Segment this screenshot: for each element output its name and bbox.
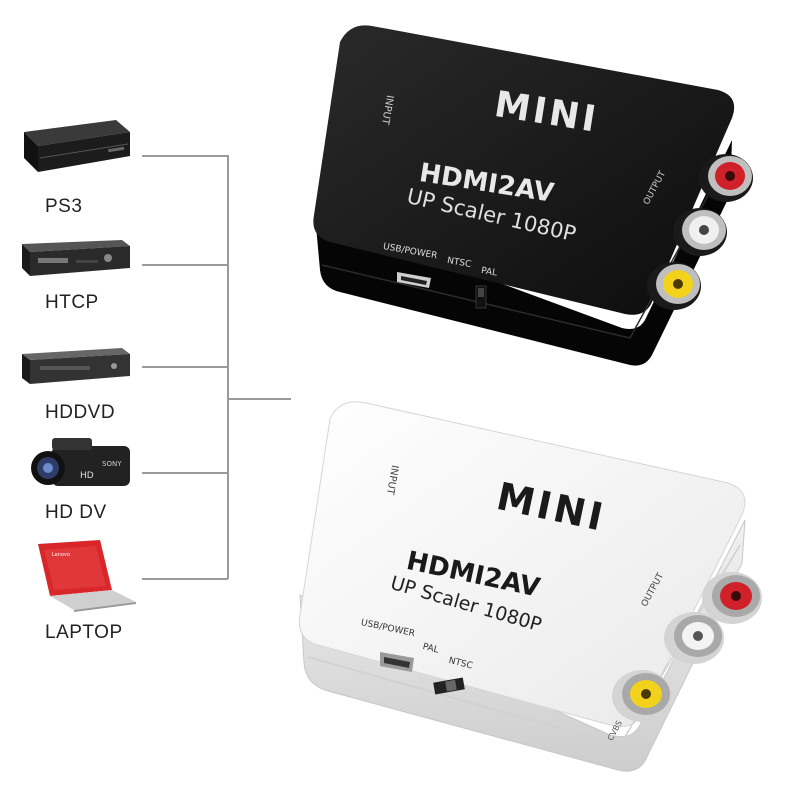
connector-line-hddv: [142, 472, 228, 474]
source-label-hddvd: HDDVD: [45, 402, 116, 423]
connector-line-to-converter: [227, 398, 291, 400]
ps3-console-icon: [24, 120, 130, 172]
white-video-mode-switch: [433, 677, 465, 695]
white-rca-white-jack: [664, 612, 724, 664]
source-label-hddv: HD DV: [45, 502, 107, 523]
hddvd-player-icon: [22, 348, 130, 384]
white-rca-red-jack: [702, 572, 762, 624]
connector-line-ps3: [142, 155, 228, 157]
svg-text:Lenovo: Lenovo: [52, 552, 70, 558]
connector-line-hddvd: [142, 366, 228, 368]
black-usb-port: [397, 272, 431, 288]
black-video-mode-switch: [475, 285, 487, 309]
black-rca-red-jack: [699, 154, 753, 202]
black-rca-white-jack: [673, 208, 727, 256]
source-label-laptop: LAPTOP: [45, 622, 123, 643]
svg-text:SONY: SONY: [102, 460, 122, 468]
connector-line-vertical: [227, 155, 229, 579]
white-rca-jacks: [612, 572, 762, 722]
black-rca-jacks: [647, 154, 753, 310]
connector-line-laptop: [142, 578, 228, 580]
white-rca-yellow-jack: [612, 670, 672, 722]
hd-camcorder-icon: SONY HD: [31, 438, 130, 486]
htpc-receiver-icon: [22, 240, 130, 276]
black-rca-yellow-jack: [647, 262, 701, 310]
svg-text:HD: HD: [80, 471, 94, 481]
source-label-ps3: PS3: [45, 196, 83, 217]
connector-line-htcp: [142, 264, 228, 266]
laptop-icon: Lenovo: [38, 540, 136, 612]
source-label-htcp: HTCP: [45, 292, 99, 313]
white-usb-port: [380, 652, 414, 672]
